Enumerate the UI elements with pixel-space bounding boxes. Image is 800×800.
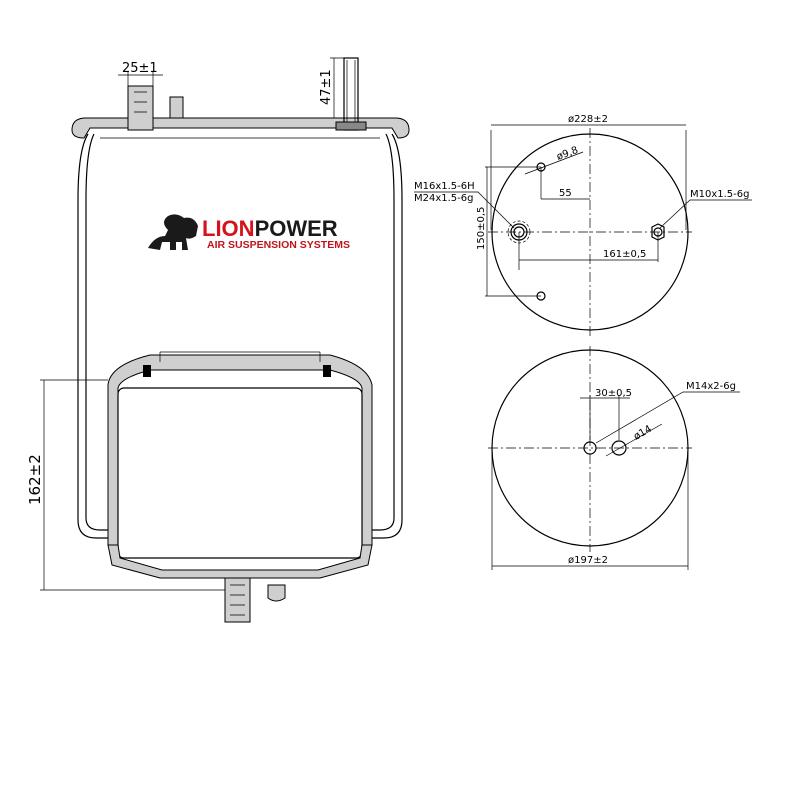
top-bead-plate bbox=[71, 117, 410, 139]
piston-seal-right bbox=[323, 365, 331, 377]
piston-body bbox=[117, 387, 363, 559]
pin-hole bbox=[611, 440, 627, 456]
dim-height: 162±2 bbox=[26, 454, 44, 505]
thread-label-m24: M24x1.5-6g bbox=[414, 193, 474, 204]
piston-rim bbox=[107, 354, 373, 546]
locator-pin bbox=[169, 96, 184, 119]
dim-piston-offset: 30±0,5 bbox=[595, 388, 632, 399]
top-plate-view: ø228±2 ø9,8 55 150±0,5 161±0,5 M16x1.5-6… bbox=[414, 114, 752, 338]
dim-spacing-horizontal: 161±0,5 bbox=[603, 249, 646, 260]
bottom-piston-view: 30±0,5 M14x2-6g ø14 ø197±2 bbox=[488, 346, 740, 570]
piston-bottom bbox=[107, 544, 373, 579]
stud-nut bbox=[335, 121, 367, 131]
air-fitting bbox=[127, 85, 154, 131]
brand-name-lion: LION bbox=[202, 216, 255, 241]
bellows-outer bbox=[77, 133, 112, 539]
bottom-pin bbox=[267, 584, 286, 602]
dim-pin-hole-diameter: ø14 bbox=[632, 424, 654, 443]
side-elevation-view: 25±1 47±1 162±2 LIONPOWER AIR SUSPENSION… bbox=[26, 57, 410, 623]
dim-stud-length: 47±1 bbox=[319, 69, 334, 105]
brand-tagline: AIR SUSPENSION SYSTEMS bbox=[207, 239, 350, 251]
thread-label-m10: M10x1.5-6g bbox=[690, 189, 750, 200]
dim-fitting-width: 25±1 bbox=[122, 61, 158, 76]
dim-hole-diameter: ø9,8 bbox=[555, 145, 579, 163]
lion-icon bbox=[148, 214, 198, 250]
dim-plate-diameter: ø228±2 bbox=[568, 114, 608, 125]
dim-piston-diameter: ø197±2 bbox=[568, 555, 608, 566]
brand-name-power: POWER bbox=[255, 216, 338, 241]
stud-hole-thread bbox=[651, 223, 665, 241]
piston-seal-left bbox=[143, 365, 151, 377]
thread-label-m16: M16x1.5-6H bbox=[414, 181, 475, 192]
dim-spacing-vertical: 150±0,5 bbox=[476, 207, 487, 250]
bottom-stud bbox=[224, 577, 251, 623]
dim-offset-55: 55 bbox=[559, 188, 572, 199]
center-thread-hole bbox=[583, 441, 597, 455]
svg-text:LIONPOWER: LIONPOWER bbox=[202, 216, 338, 241]
thread-label-m14: M14x2-6g bbox=[686, 381, 736, 392]
brand-logo: LIONPOWER AIR SUSPENSION SYSTEMS bbox=[148, 214, 350, 251]
